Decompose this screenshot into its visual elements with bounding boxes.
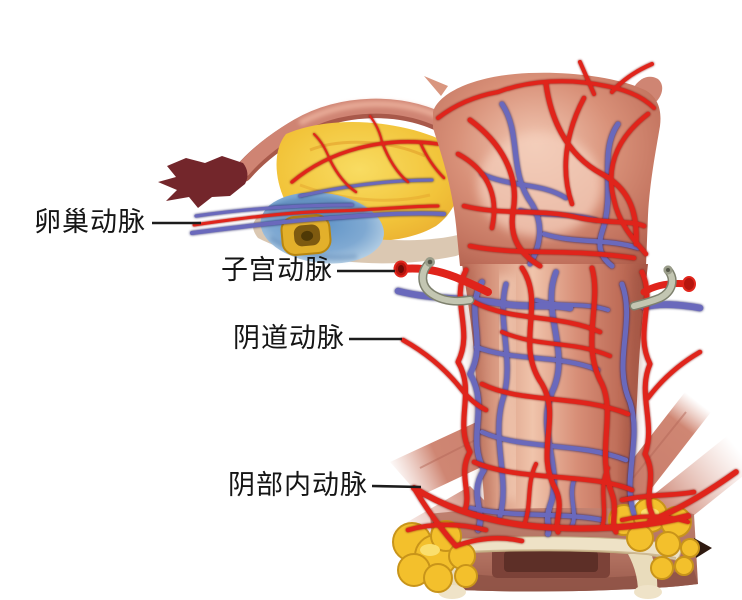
uterine-artery-cut-end-right	[682, 276, 696, 292]
label-line-internal-pudendal-artery	[371, 484, 422, 489]
label-vaginal-artery: 阴道动脉	[233, 323, 345, 353]
vaginal-artery-vessel	[400, 337, 489, 413]
corpus-luteum	[280, 214, 332, 256]
fimbriae	[158, 156, 248, 208]
ureter-right	[629, 265, 677, 311]
label-internal-pudendal-artery: 阴部内动脉	[228, 470, 368, 500]
fallopian-tube	[233, 98, 459, 182]
uterine-vein-left	[394, 287, 574, 312]
label-uterine-artery: 子宫动脉	[221, 255, 333, 285]
uterus-body	[424, 72, 663, 266]
ovarian-vessels	[190, 178, 446, 235]
ureter-left	[418, 257, 475, 306]
muscle-band-right-upper	[615, 392, 711, 502]
artery-network	[400, 60, 739, 549]
uterine-vessels-right	[629, 265, 696, 311]
ovarian-artery-vessel	[192, 115, 446, 227]
uterine-vessels-left	[393, 257, 492, 306]
label-ovarian-artery: 卵巢动脉	[34, 207, 146, 237]
adnexa	[158, 98, 477, 264]
leader-lines	[152, 221, 422, 489]
